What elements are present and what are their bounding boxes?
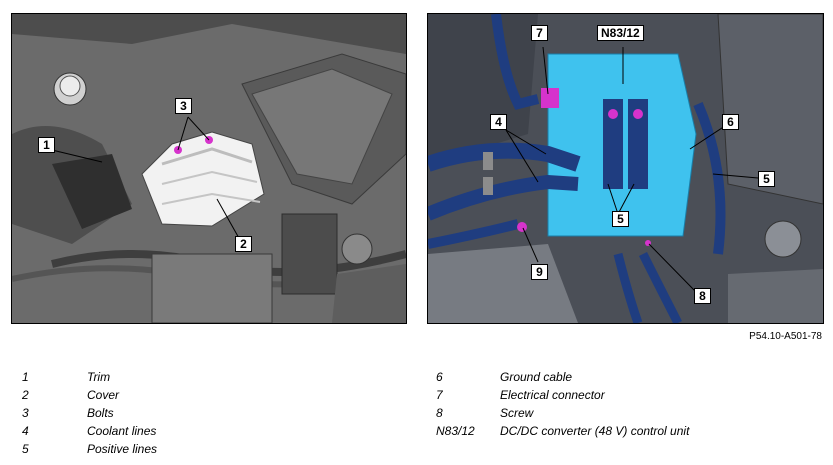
legend-number: 5 xyxy=(22,442,29,456)
callout-6: 6 xyxy=(722,114,739,130)
legend-text: Bolts xyxy=(87,406,114,420)
legend-number: N83/12 xyxy=(436,424,475,438)
callout-2: 2 xyxy=(235,236,252,252)
legend-number: 1 xyxy=(22,370,29,384)
callout-9: 9 xyxy=(531,264,548,280)
legend-number: 2 xyxy=(22,388,29,402)
legend-text: Screw xyxy=(500,406,534,420)
legend-text: Coolant lines xyxy=(87,424,157,438)
legend-text: Ground cable xyxy=(500,370,573,384)
legend-number: 7 xyxy=(436,388,443,402)
legend-text: Cover xyxy=(87,388,120,402)
engine-bay-image-left: 1 3 2 xyxy=(11,13,407,324)
legend-text: Trim xyxy=(87,370,111,384)
callout-n83-12: N83/12 xyxy=(597,25,644,41)
callout-1: 1 xyxy=(38,137,55,153)
legend-text: Electrical connector xyxy=(500,388,605,402)
legend-number: 3 xyxy=(22,406,29,420)
legend-text: Positive lines xyxy=(87,442,158,456)
legend-number: 6 xyxy=(436,370,443,384)
callout-4: 4 xyxy=(490,114,507,130)
dcdc-converter-illustration xyxy=(428,14,823,323)
callout-5-center: 5 xyxy=(612,211,629,227)
engine-bay-illustration xyxy=(12,14,406,323)
callout-7: 7 xyxy=(531,25,548,41)
callout-8: 8 xyxy=(694,288,711,304)
legend-number: 8 xyxy=(436,406,443,420)
callout-5-right: 5 xyxy=(758,171,775,187)
legend-text: DC/DC converter (48 V) control unit xyxy=(500,424,690,438)
figure-reference-code: P54.10-A501-78 xyxy=(749,331,822,342)
engine-bay-image-right: 7 N83/12 4 6 5 5 9 8 xyxy=(427,13,824,324)
callout-3: 3 xyxy=(175,98,192,114)
legend-number: 4 xyxy=(22,424,29,438)
